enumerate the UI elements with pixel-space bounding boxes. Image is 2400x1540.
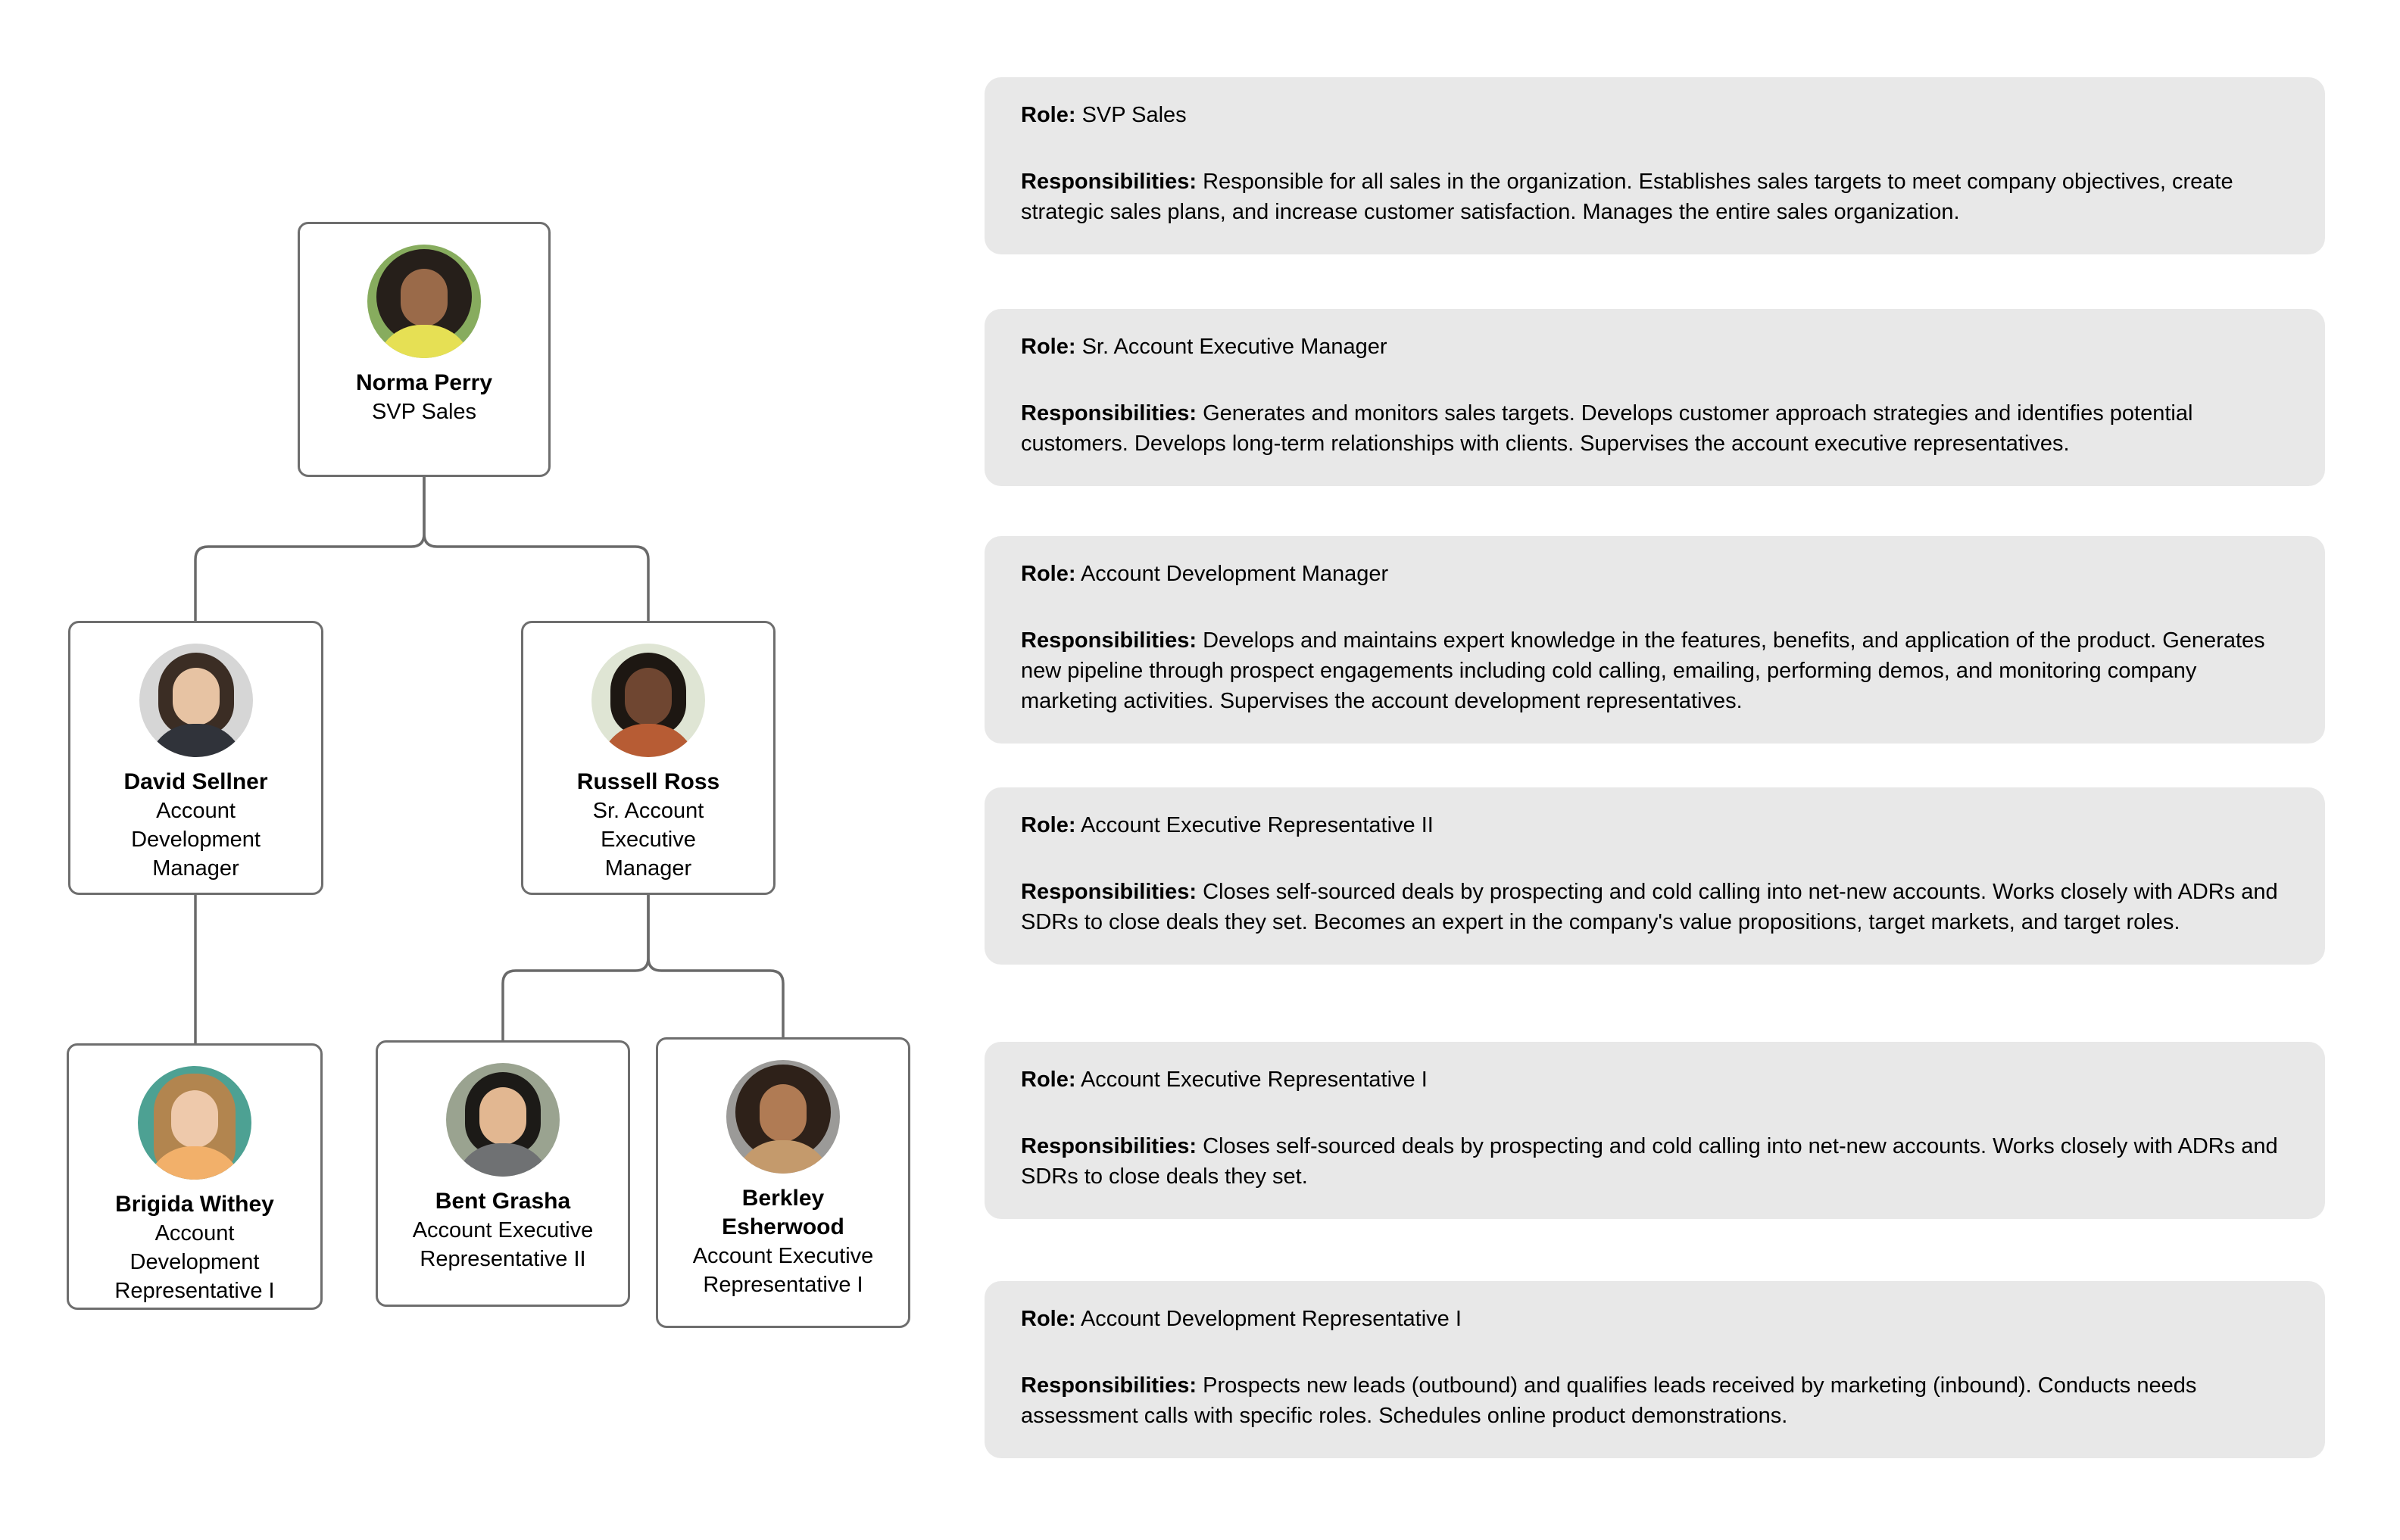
org-node-brigida-withey[interactable]: Brigida Withey Account Development Repre… <box>67 1043 323 1310</box>
responsibilities-line: Responsibilities: Generates and monitors… <box>1021 398 2289 459</box>
role-line: Role: SVP Sales <box>1021 100 2289 130</box>
responsibilities-text: Prospects new leads (outbound) and quali… <box>1021 1373 2197 1428</box>
avatar-face <box>171 1090 218 1148</box>
responsibilities-label: Responsibilities: <box>1021 628 1197 653</box>
connector-russell-to-bent <box>501 895 650 1040</box>
role-label: Role: <box>1021 813 1076 837</box>
responsibilities-line: Responsibilities: Responsible for all sa… <box>1021 167 2289 227</box>
role-label: Role: <box>1021 1307 1076 1331</box>
role-label: Role: <box>1021 1068 1076 1092</box>
role-label: Role: <box>1021 562 1076 586</box>
connector-russell-to-berkley <box>647 895 785 1037</box>
role-value: Sr. Account Executive Manager <box>1081 335 1387 359</box>
avatar-face <box>760 1084 807 1142</box>
person-name: David Sellner <box>123 769 268 794</box>
person-title: Account Development Manager <box>131 799 261 881</box>
person-title: SVP Sales <box>371 400 477 424</box>
role-card-account-development-representative-i[interactable]: Role: Account Development Representative… <box>985 1281 2325 1458</box>
responsibilities-text: Responsible for all sales in the organiz… <box>1021 170 2233 224</box>
avatar-face <box>172 668 220 725</box>
role-card-svp-sales[interactable]: Role: SVP Sales Responsibilities: Respon… <box>985 77 2325 254</box>
person-name: Berkley Esherwood <box>722 1186 844 1239</box>
role-value: Account Executive Representative II <box>1080 813 1434 837</box>
role-line: Role: Account Executive Representative I <box>1021 1065 2289 1095</box>
responsibilities-text: Closes self-sourced deals by prospecting… <box>1021 1134 2278 1189</box>
responsibilities-label: Responsibilities: <box>1021 401 1197 426</box>
avatar-brigida-withey <box>138 1066 251 1180</box>
avatar-face <box>479 1087 526 1145</box>
org-node-bent-grasha[interactable]: Bent Grasha Account Executive Representa… <box>376 1040 630 1307</box>
org-node-norma-perry[interactable]: Norma Perry SVP Sales <box>298 222 551 477</box>
responsibilities-text: Develops and maintains expert knowledge … <box>1021 628 2265 713</box>
responsibilities-line: Responsibilities: Prospects new leads (o… <box>1021 1370 2289 1431</box>
role-line: Role: Account Development Manager <box>1021 559 2289 589</box>
role-value: SVP Sales <box>1081 103 1187 127</box>
person-name: Bent Grasha <box>435 1189 571 1214</box>
avatar-bent-grasha <box>446 1063 560 1177</box>
org-node-berkley-esherwood[interactable]: Berkley Esherwood Account Executive Repr… <box>656 1037 910 1328</box>
person-name: Brigida Withey <box>115 1192 274 1217</box>
role-label: Role: <box>1021 335 1076 359</box>
person-name: Norma Perry <box>355 370 493 395</box>
responsibilities-text: Closes self-sourced deals by prospecting… <box>1021 880 2278 934</box>
avatar-face <box>401 269 448 326</box>
role-card-account-executive-representative-ii[interactable]: Role: Account Executive Representative I… <box>985 787 2325 965</box>
person-title: Account Executive Representative II <box>412 1218 594 1271</box>
role-line: Role: Sr. Account Executive Manager <box>1021 332 2289 362</box>
person-title: Account Development Representative I <box>114 1221 275 1303</box>
responsibilities-line: Responsibilities: Closes self-sourced de… <box>1021 1131 2289 1192</box>
avatar-face <box>625 668 672 725</box>
responsibilities-label: Responsibilities: <box>1021 1373 1197 1398</box>
responsibilities-label: Responsibilities: <box>1021 880 1197 904</box>
responsibilities-label: Responsibilities: <box>1021 1134 1197 1158</box>
role-label: Role: <box>1021 103 1076 127</box>
avatar-shirt <box>600 724 697 757</box>
responsibilities-text: Generates and monitors sales targets. De… <box>1021 401 2193 456</box>
responsibilities-label: Responsibilities: <box>1021 170 1197 194</box>
role-line: Role: Account Executive Representative I… <box>1021 810 2289 840</box>
connector-norma-to-russell <box>423 477 650 621</box>
org-connectors <box>194 477 785 1043</box>
role-card-account-development-manager[interactable]: Role: Account Development Manager Respon… <box>985 536 2325 744</box>
avatar-shirt <box>147 724 245 757</box>
person-name: Russell Ross <box>576 769 720 794</box>
responsibilities-line: Responsibilities: Develops and maintains… <box>1021 625 2289 716</box>
role-card-sr-account-executive-manager[interactable]: Role: Sr. Account Executive Manager Resp… <box>985 309 2325 486</box>
role-card-account-executive-representative-i[interactable]: Role: Account Executive Representative I… <box>985 1042 2325 1219</box>
role-value: Account Development Representative I <box>1080 1307 1462 1331</box>
role-value: Account Development Manager <box>1080 562 1389 586</box>
avatar-berkley-esherwood <box>726 1060 840 1174</box>
org-node-russell-ross[interactable]: Russell Ross Sr. Account Executive Manag… <box>521 621 776 895</box>
person-title: Sr. Account Executive Manager <box>592 799 704 881</box>
person-title: Account Executive Representative I <box>692 1244 874 1297</box>
avatar-shirt <box>454 1143 551 1177</box>
role-line: Role: Account Development Representative… <box>1021 1304 2289 1334</box>
responsibilities-line: Responsibilities: Closes self-sourced de… <box>1021 877 2289 937</box>
avatar-russell-ross <box>591 644 705 757</box>
connector-norma-to-david <box>194 477 426 621</box>
role-value: Account Executive Representative I <box>1080 1068 1428 1092</box>
avatar-norma-perry <box>367 245 481 358</box>
org-node-david-sellner[interactable]: David Sellner Account Development Manage… <box>68 621 323 895</box>
avatar-david-sellner <box>139 644 253 757</box>
